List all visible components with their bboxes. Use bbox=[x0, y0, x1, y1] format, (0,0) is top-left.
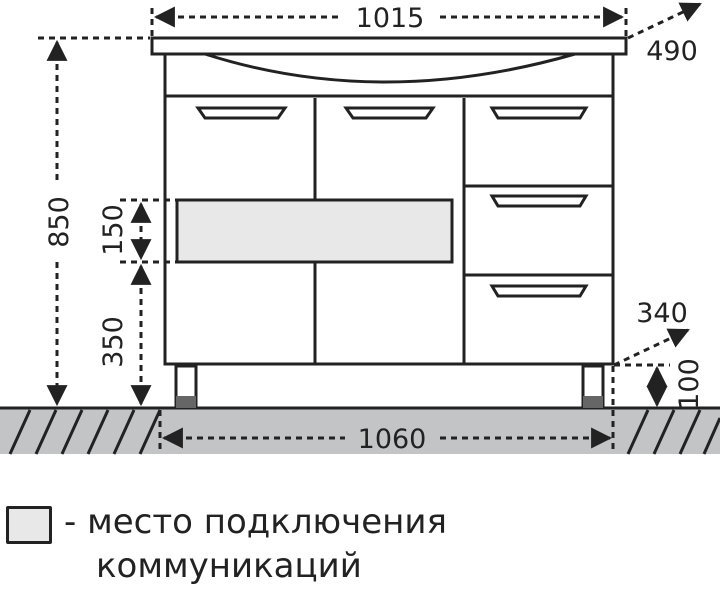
legs bbox=[174, 364, 605, 410]
label-depth-bottom: 340 bbox=[636, 298, 688, 329]
dim-line-depth-bottom bbox=[613, 328, 690, 367]
countertop bbox=[150, 36, 628, 98]
handle-drawer-middle bbox=[489, 194, 589, 208]
handle-drawer-bottom bbox=[489, 284, 589, 298]
handle-middle-door bbox=[343, 106, 436, 120]
label-top-width: 1015 bbox=[356, 3, 425, 34]
label-height-total: 850 bbox=[44, 196, 75, 248]
legend: - место подключения коммуникаций bbox=[0, 496, 720, 592]
cabinet-diagram: 1015 490 850 150 350 1060 340 100 bbox=[0, 2, 720, 455]
legend-swatch bbox=[6, 506, 52, 544]
label-zone-height: 150 bbox=[98, 204, 129, 256]
label-depth-top: 490 bbox=[646, 36, 698, 67]
connection-zone bbox=[175, 198, 454, 264]
legend-text-line1: - место подключения bbox=[64, 502, 447, 542]
handle-left-door bbox=[195, 106, 288, 120]
handles bbox=[195, 106, 589, 298]
label-floor-width: 1060 bbox=[358, 424, 427, 455]
label-leg-height: 100 bbox=[674, 358, 705, 410]
handle-drawer-top bbox=[489, 106, 589, 120]
label-zone-offset: 350 bbox=[98, 316, 129, 368]
legend-text-line2: коммуникаций bbox=[96, 546, 362, 586]
dim-line-depth-top bbox=[627, 2, 702, 40]
